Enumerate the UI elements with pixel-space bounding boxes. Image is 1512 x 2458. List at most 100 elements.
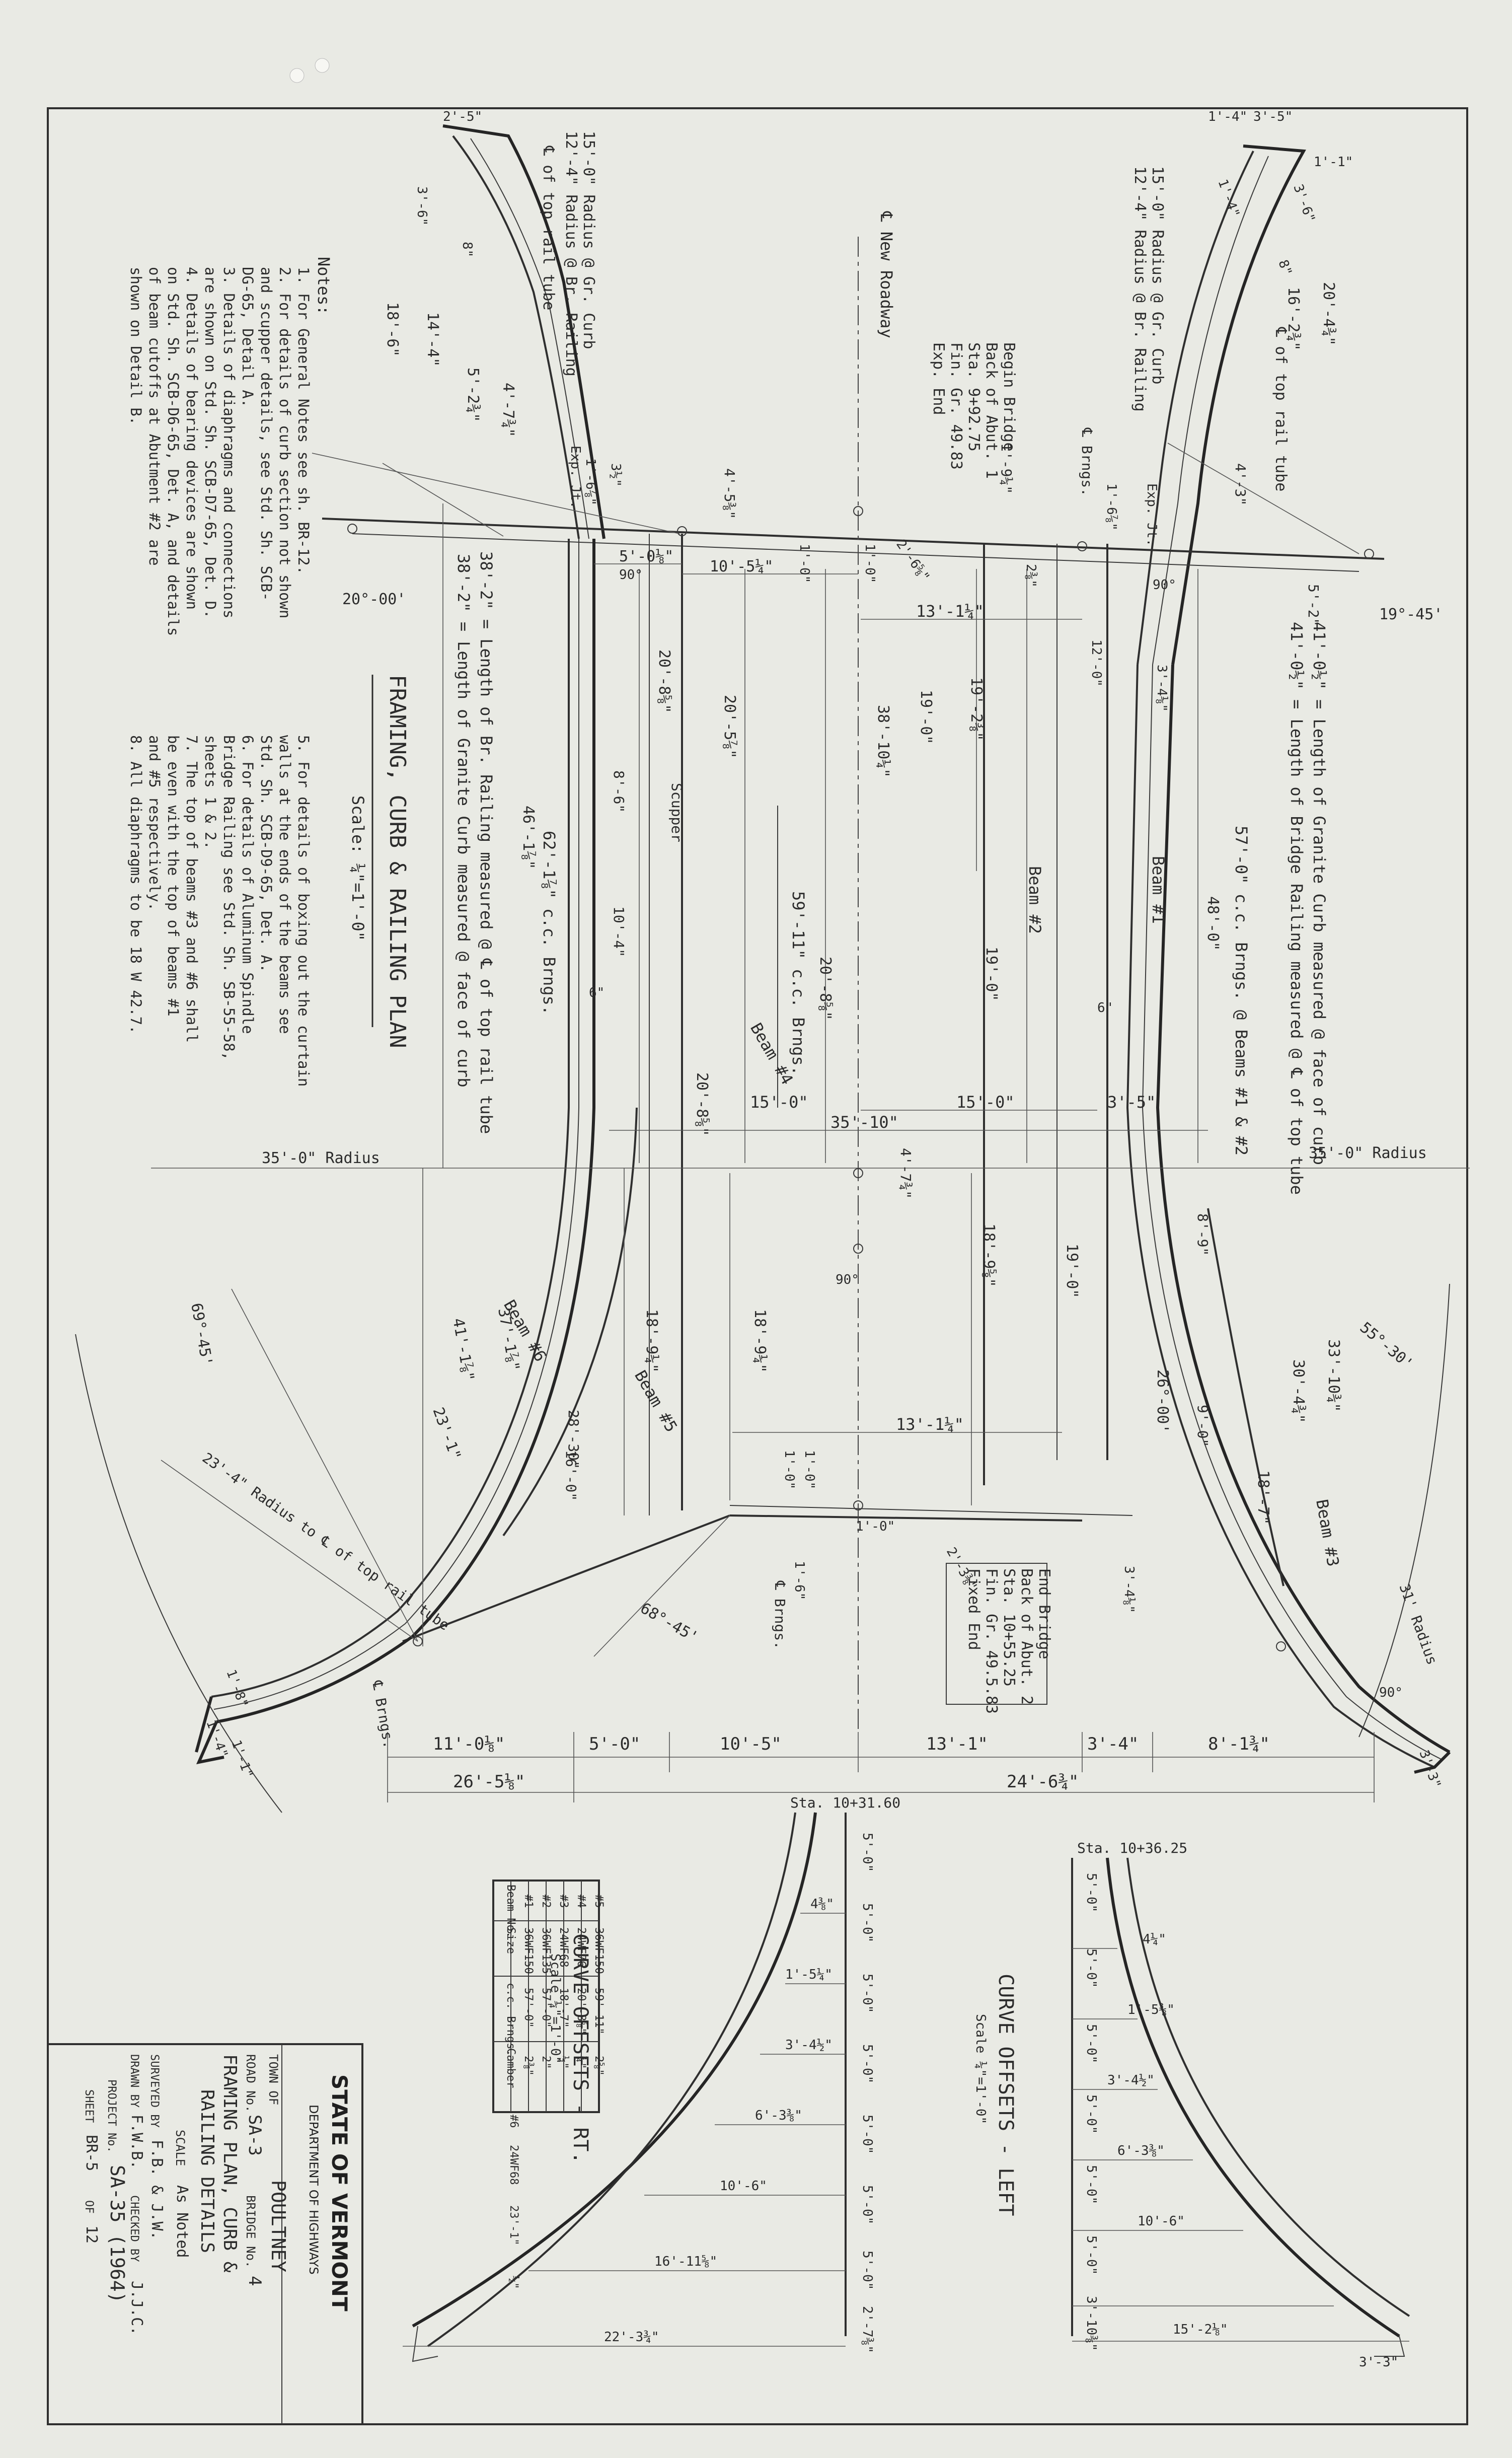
framing-plan	[75, 124, 1470, 1813]
svg-text:15'-0": 15'-0"	[956, 1093, 1015, 1112]
svg-text:F.B. & J.W.: F.B. & J.W.	[148, 2140, 166, 2240]
svg-text:1'-5⅜": 1'-5⅜"	[1127, 2002, 1175, 2017]
svg-text:20'-8⅝": 20'-8⅝"	[693, 1072, 711, 1136]
plan-scale: Scale: ¼"=1'-0"	[348, 796, 367, 941]
svg-text:30'-4¾": 30'-4¾"	[1290, 1359, 1307, 1423]
svg-text:10'-5": 10'-5"	[720, 1734, 782, 1754]
plan-title: FRAMING, CURB & RAILING PLAN	[385, 675, 410, 1048]
svg-text:4'-7¾": 4'-7¾"	[499, 383, 517, 437]
svg-text:41'-0½" = Length of Bridge Rai: 41'-0½" = Length of Bridge Railing measu…	[1287, 622, 1306, 1195]
svg-text:℄ of top rail tube: ℄ of top rail tube	[1272, 327, 1290, 491]
project-number: SA-35 (1964)	[106, 2165, 128, 2303]
left-end-cap-2	[195, 1696, 213, 1753]
svg-text:1'-0": 1'-0"	[782, 1450, 797, 1489]
end-bridge-line	[729, 1514, 1083, 1522]
svg-text:35'-0" Radius: 35'-0" Radius	[1309, 1144, 1427, 1162]
svg-text:14'-4": 14'-4"	[424, 312, 441, 367]
svg-text:3'-4": 3'-4"	[1087, 1734, 1139, 1754]
svg-text:F.W.B.: F.W.B.	[128, 2115, 145, 2169]
svg-text:18'-9¼": 18'-9¼"	[751, 1309, 769, 1372]
table-row: #2 36WF135 57'-0" 2"	[540, 1895, 552, 2069]
svg-text:Exp. End: Exp. End	[930, 342, 947, 415]
svg-text:13'-1¼": 13'-1¼"	[916, 602, 984, 621]
svg-text:57'-0": 57'-0"	[522, 1988, 535, 2028]
note-line: walls at the ends of the beams see	[276, 735, 293, 1034]
radius-arc-left	[75, 1334, 282, 1813]
svg-text:J.J.C.: J.J.C.	[128, 2281, 145, 2335]
svg-text:19'-0": 19'-0"	[982, 947, 1000, 1001]
beam-3-curve	[1207, 1208, 1284, 1586]
svg-text:4¼": 4¼"	[1143, 1932, 1166, 1947]
svg-text:36WF150: 36WF150	[522, 1927, 535, 1974]
svg-text:Fin. Gr. 49.5.83: Fin. Gr. 49.5.83	[982, 1568, 1000, 1714]
svg-text:8'-1¾": 8'-1¾"	[1208, 1734, 1270, 1754]
svg-text:OF: OF	[83, 2200, 95, 2214]
svg-text:#4: #4	[575, 1895, 587, 1908]
note-line: DG-65, Detail A.	[239, 267, 256, 407]
curve-offsets-rt: Sta. 10+31.60 CURVE OFFSETS - RT. Scale …	[403, 1794, 900, 2362]
svg-text:2": 2"	[540, 2056, 552, 2069]
svg-text:SA-3: SA-3	[245, 2115, 265, 2156]
table-row: #3 24WF68 18'-7" ½"	[557, 1895, 570, 2069]
svg-text:38'-2" = Length of Br. Railing: 38'-2" = Length of Br. Railing measured …	[477, 551, 496, 1134]
note-line: Bridge Railing see Std. Sh. SB-55-58,	[220, 735, 238, 1060]
svg-text:1'-0": 1'-0"	[802, 1450, 817, 1489]
svg-text:3'-10⅜": 3'-10⅜"	[1084, 2296, 1099, 2351]
left-lower-rail-tube	[213, 539, 579, 1710]
svg-text:24WF68: 24WF68	[557, 1927, 570, 1967]
svg-text:5'-0": 5'-0"	[860, 2115, 875, 2154]
end-bridge-line-left	[402, 1514, 730, 1642]
note-line: are shown on Std. Sh. SCB-D7-65, Det. D.	[202, 267, 219, 618]
sheet-border	[47, 107, 1468, 2425]
svg-text:15'-0": 15'-0"	[750, 1093, 808, 1112]
svg-text:5'-0": 5'-0"	[860, 2044, 875, 2083]
svg-text:Camber: Camber	[504, 2048, 517, 2088]
radius-arc-right	[1358, 1283, 1450, 1738]
svg-text:2⅜": 2⅜"	[522, 2056, 535, 2076]
left-end-cap	[196, 1721, 224, 1765]
svg-text:3'-4½": 3'-4½"	[785, 2038, 833, 2053]
svg-text:SURVEYED BY: SURVEYED BY	[148, 2054, 161, 2128]
note-line: sheets 1 & 2.	[202, 735, 219, 849]
svg-text:33'-10¾": 33'-10¾"	[1325, 1339, 1342, 1412]
svg-text:36WF135: 36WF135	[540, 1927, 552, 1974]
svg-text:46'-1⅞": 46'-1⅞"	[519, 806, 537, 869]
svg-text:18'-6": 18'-6"	[384, 302, 401, 356]
svg-text:90°: 90°	[1379, 1685, 1403, 1700]
svg-text:90°: 90°	[836, 1272, 859, 1287]
svg-text:12'-4" Radius @ Br. Railing: 12'-4" Radius @ Br. Railing	[1131, 166, 1149, 412]
svg-text:Sta. 9+92.75: Sta. 9+92.75	[965, 342, 982, 452]
new-roadway-label: ℄ New Roadway	[877, 211, 896, 338]
left-upper-rail-tube	[470, 138, 589, 539]
table-row: #1 36WF150 57'-0" 2⅜"	[522, 1895, 535, 2076]
svg-text:End Bridge: End Bridge	[1035, 1568, 1053, 1659]
svg-text:4'-3": 4'-3"	[1232, 463, 1249, 505]
svg-text:6": 6"	[589, 985, 604, 1000]
state-name: STATE OF VERMONT	[327, 2074, 352, 2311]
svg-text:4'-7¾": 4'-7¾"	[897, 1148, 914, 1199]
svg-text:Exp. Jt.: Exp. Jt.	[1144, 483, 1159, 546]
svg-text:Back of Abut. 2: Back of Abut. 2	[1018, 1568, 1035, 1705]
svg-text:DRAWN BY: DRAWN BY	[128, 2054, 140, 2108]
svg-text:Begin Bridge: Begin Bridge	[1000, 342, 1018, 452]
svg-text:#2: #2	[540, 1895, 552, 1908]
svg-text:Exp. Jt.: Exp. Jt.	[568, 446, 583, 509]
svg-text:Sta. 10+31.60: Sta. 10+31.60	[790, 1794, 900, 1811]
svg-text:19'-2⅜": 19'-2⅜"	[967, 677, 985, 741]
svg-text:19°-45': 19°-45'	[1379, 606, 1443, 623]
svg-text:#5: #5	[592, 1895, 605, 1908]
begin-bridge-line	[322, 518, 1385, 560]
svg-text:3'-4⅛": 3'-4⅛"	[1154, 665, 1169, 712]
svg-text:18'-7": 18'-7"	[1254, 1470, 1272, 1525]
svg-text:Sta. 10+36.25: Sta. 10+36.25	[1077, 1840, 1187, 1856]
svg-text:20'-8⅝": 20'-8⅝"	[655, 649, 673, 713]
svg-text:1'-0": 1'-0"	[856, 1519, 895, 1534]
svg-text:5'-0": 5'-0"	[589, 1734, 640, 1754]
svg-text:3'-3": 3'-3"	[1359, 2355, 1398, 2370]
svg-text:Back of Abut. 1: Back of Abut. 1	[982, 342, 1000, 479]
svg-text:CURVE OFFSETS - LEFT: CURVE OFFSETS - LEFT	[994, 1974, 1017, 2216]
note-line: 4. Details of bearing devices are shown	[183, 267, 200, 610]
svg-text:SHEET: SHEET	[83, 2089, 95, 2123]
